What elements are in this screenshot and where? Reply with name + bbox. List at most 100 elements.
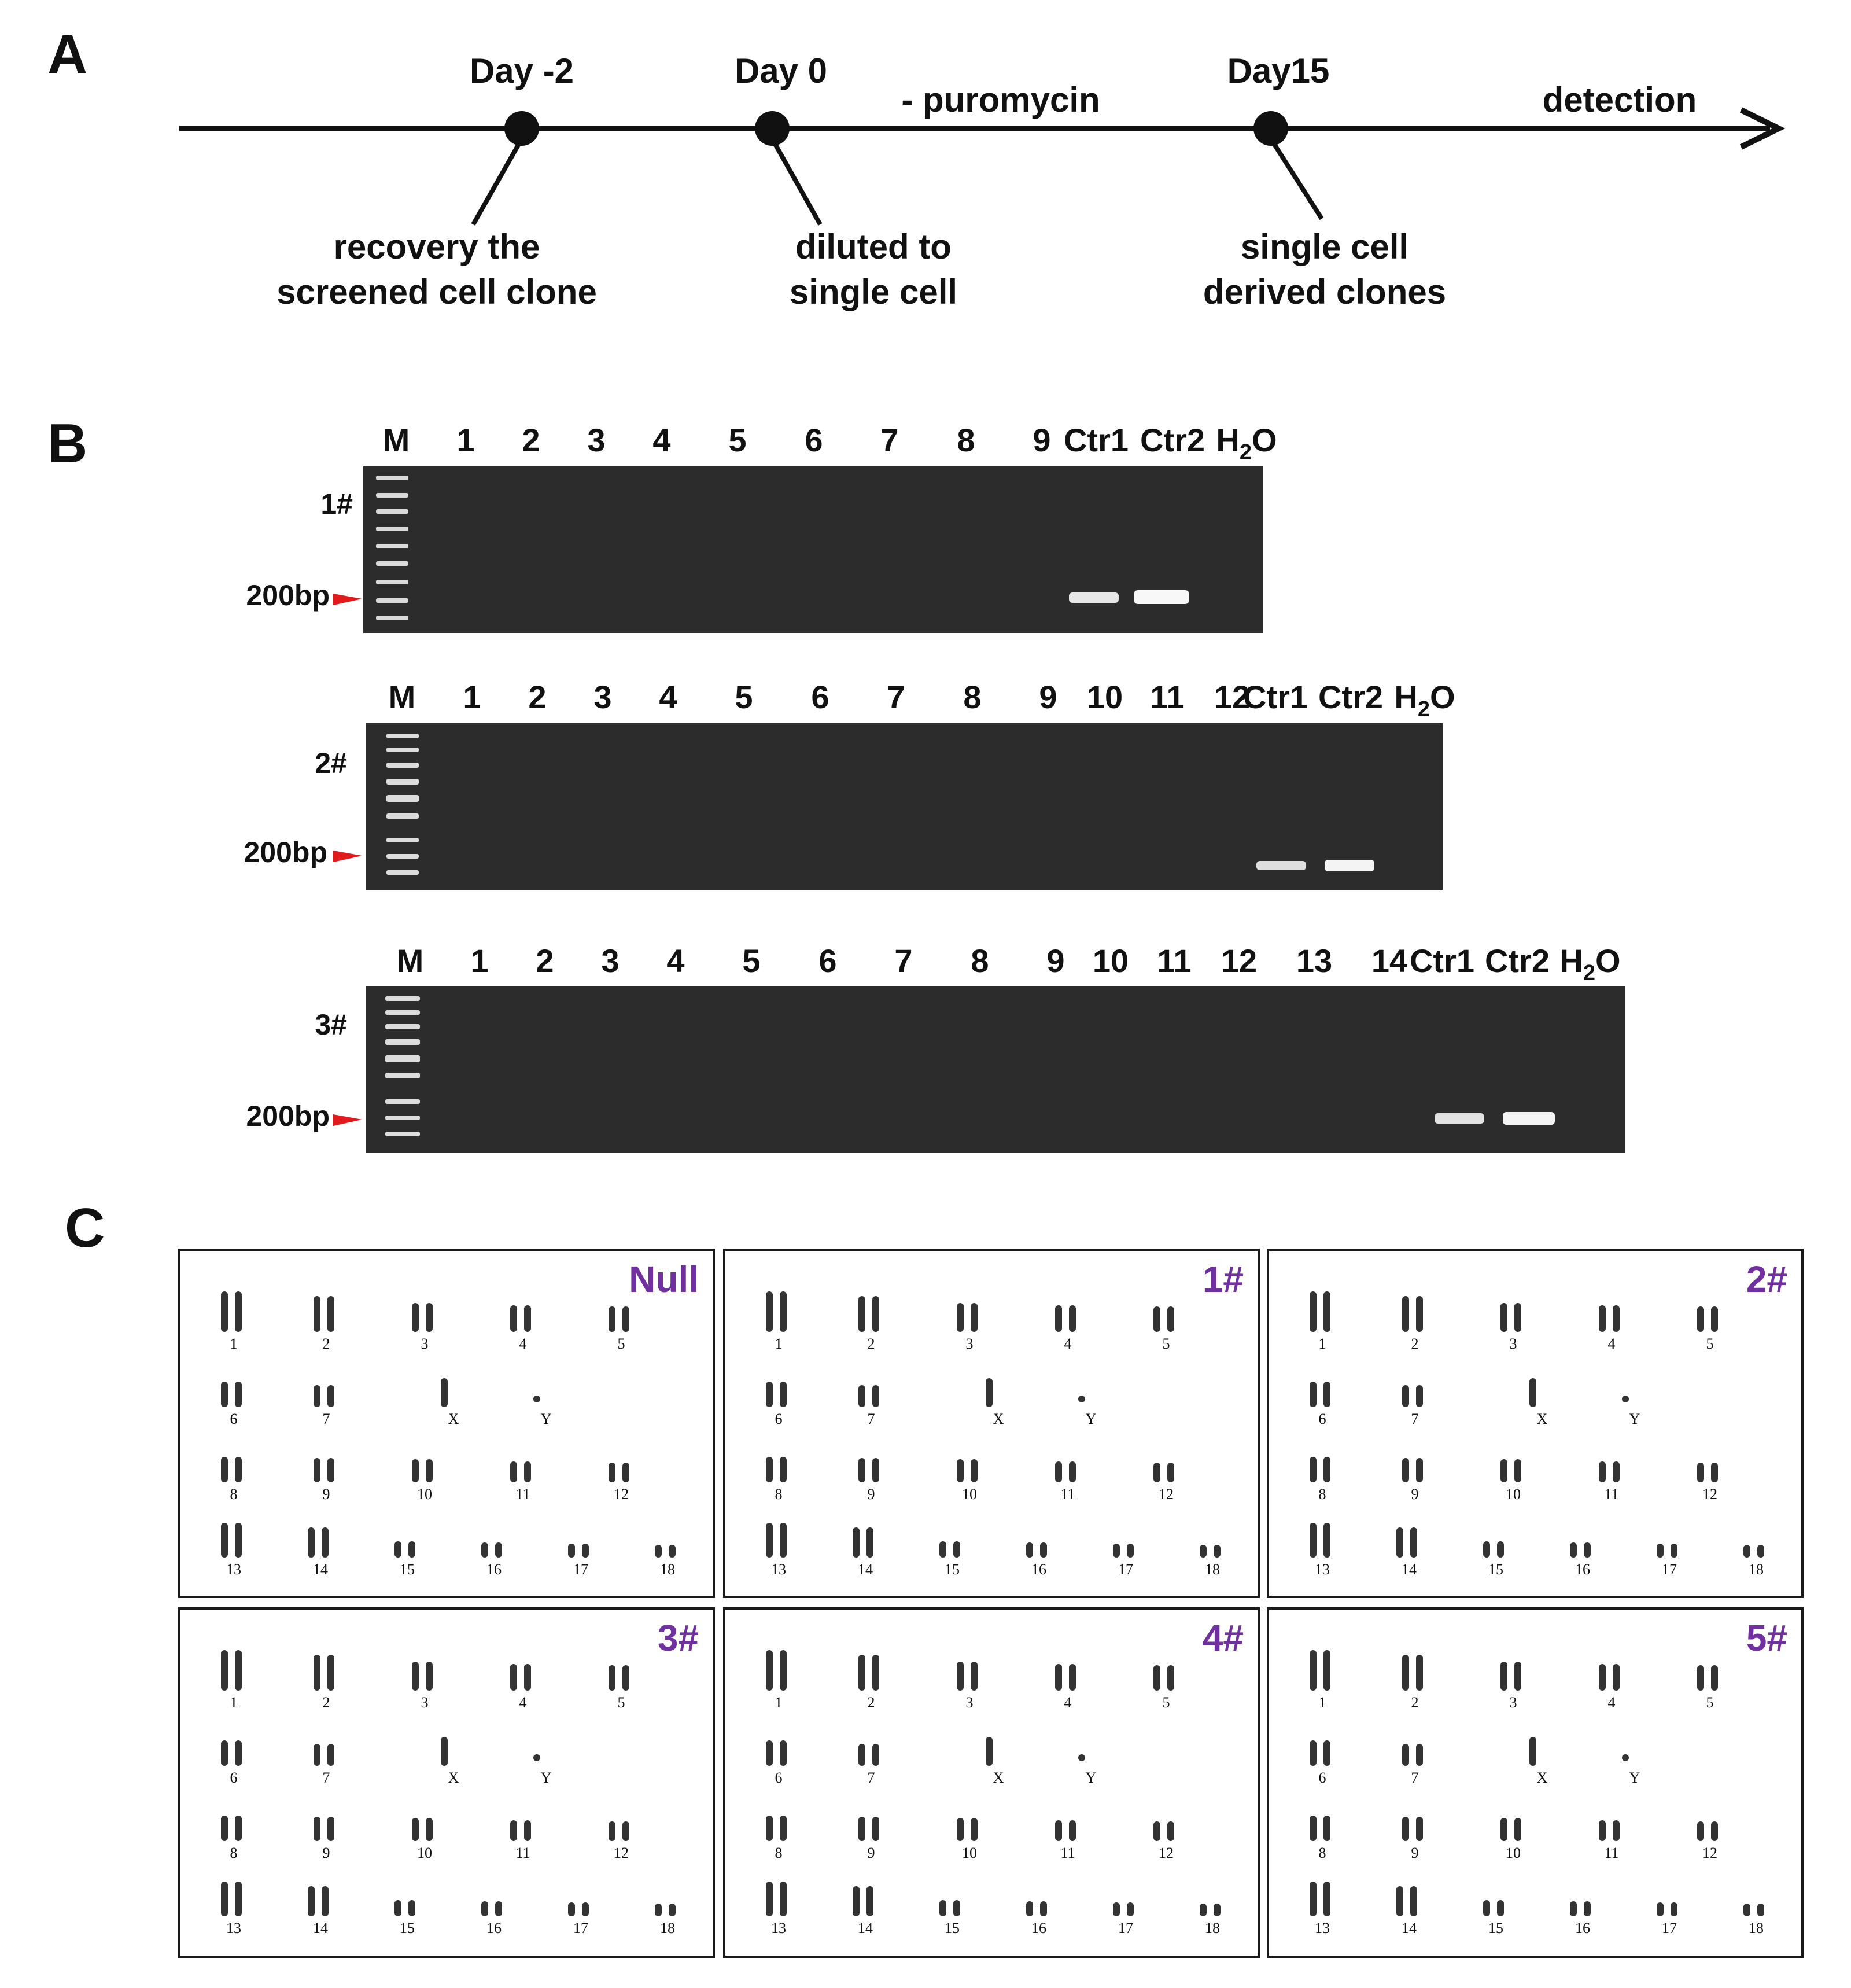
gel-3-lane-4: 4 bbox=[666, 943, 685, 979]
chromosome-number: 5 bbox=[1706, 1694, 1714, 1711]
chromosome bbox=[1078, 1754, 1085, 1761]
chromosome bbox=[669, 1904, 676, 1916]
chromosome bbox=[1055, 1664, 1062, 1691]
chromosome bbox=[858, 1655, 865, 1691]
chromosome bbox=[1402, 1655, 1409, 1691]
chromosome bbox=[655, 1904, 662, 1916]
gel-3-ladder bbox=[385, 996, 420, 1136]
chromosome bbox=[524, 1461, 531, 1482]
chromosome bbox=[1323, 1882, 1330, 1916]
chromosome bbox=[1711, 1665, 1718, 1691]
timeline-leader-day-minus-2 bbox=[471, 138, 524, 226]
chromosome-number: 11 bbox=[515, 1486, 530, 1503]
chromosome bbox=[957, 1303, 964, 1332]
chromosome bbox=[568, 1902, 575, 1916]
chromosome bbox=[971, 1459, 978, 1482]
chromosome bbox=[1613, 1461, 1620, 1482]
chromosome bbox=[609, 1665, 615, 1691]
gel-3-marker-label: M bbox=[396, 943, 424, 979]
chromosome-number: 12 bbox=[614, 1486, 629, 1503]
timeline-leader-day-0 bbox=[770, 138, 823, 226]
chromosome-number: 9 bbox=[322, 1486, 330, 1503]
chromosome bbox=[1613, 1664, 1620, 1691]
chromosome bbox=[1167, 1665, 1174, 1691]
chromosome-number: 7 bbox=[867, 1411, 875, 1427]
chromosome bbox=[986, 1378, 993, 1407]
chromosome bbox=[1622, 1754, 1629, 1761]
chromosome bbox=[780, 1740, 787, 1766]
chromosome-number: 3 bbox=[965, 1335, 974, 1352]
chromosome-number: 17 bbox=[573, 1920, 588, 1937]
chromosome bbox=[408, 1900, 415, 1916]
gel-2-lane-1: 1 bbox=[463, 679, 481, 715]
chromosome-number: 15 bbox=[400, 1561, 415, 1578]
chromosome bbox=[1310, 1523, 1317, 1558]
gel-1-marker-label: M bbox=[382, 422, 410, 458]
chromosome-number: 8 bbox=[1318, 1845, 1326, 1861]
chromosome bbox=[1310, 1816, 1317, 1841]
gel-1-lane-1: 1 bbox=[456, 422, 475, 458]
chromosome-number: 13 bbox=[226, 1920, 241, 1937]
timeline-leader-day-15 bbox=[1269, 137, 1324, 220]
chromosome bbox=[1622, 1396, 1629, 1402]
gel-2-h2o-o: O bbox=[1430, 679, 1455, 715]
chromosome bbox=[533, 1754, 540, 1761]
chromosome bbox=[953, 1541, 960, 1558]
chromosome bbox=[939, 1541, 946, 1558]
gel-1-lane-3: 3 bbox=[587, 422, 606, 458]
chromosome-number: 7 bbox=[867, 1769, 875, 1786]
chromosome bbox=[1200, 1545, 1207, 1558]
chromosome bbox=[1514, 1459, 1521, 1482]
gel-3-h2o-sub: 2 bbox=[1583, 961, 1596, 985]
chromosome bbox=[1167, 1463, 1174, 1482]
gel-3-lane-6: 6 bbox=[818, 943, 837, 979]
chromosome bbox=[1323, 1523, 1330, 1558]
chromosome-number: 7 bbox=[322, 1411, 330, 1427]
chromosome-number: 9 bbox=[1411, 1845, 1419, 1861]
chromosome bbox=[1323, 1382, 1330, 1407]
chromosome-number: 1 bbox=[775, 1335, 783, 1352]
timeline-note-day-minus-2-line2: screened cell clone bbox=[276, 273, 597, 311]
chromosome-number: X bbox=[1536, 1411, 1548, 1427]
chromosome bbox=[221, 1457, 228, 1482]
chromosome bbox=[1416, 1385, 1423, 1407]
gel-1-h2o-o: O bbox=[1252, 422, 1277, 458]
chromosome-number: 11 bbox=[515, 1845, 530, 1861]
chromosome bbox=[1410, 1527, 1417, 1558]
chromosome-number: 18 bbox=[1205, 1561, 1220, 1578]
panel-letter-a: A bbox=[47, 24, 88, 86]
chromosome bbox=[872, 1655, 879, 1691]
chromosome-number: Y bbox=[1085, 1769, 1097, 1786]
gel-2-lane-12: 12 bbox=[1214, 679, 1251, 715]
chromosome-number: 5 bbox=[617, 1335, 625, 1352]
chromosome-number: 15 bbox=[400, 1920, 415, 1937]
chromosome bbox=[221, 1291, 228, 1332]
chromosome bbox=[1697, 1306, 1704, 1332]
chromosome bbox=[308, 1527, 315, 1558]
chromosome bbox=[609, 1306, 615, 1332]
chromosome bbox=[1402, 1385, 1409, 1407]
chromosome bbox=[1026, 1542, 1033, 1558]
chromosome-number: 4 bbox=[1064, 1694, 1072, 1711]
chromosome bbox=[866, 1527, 873, 1558]
chromosome-number: 2 bbox=[322, 1694, 330, 1711]
chromosome bbox=[1310, 1291, 1317, 1332]
gel-3-lane-h2o: H2O bbox=[1553, 942, 1628, 986]
chromosome bbox=[322, 1527, 329, 1558]
chromosome bbox=[971, 1303, 978, 1332]
chromosome-number: 12 bbox=[614, 1845, 629, 1861]
timeline-note-day-0: diluted to single cell bbox=[752, 224, 995, 315]
chromosome bbox=[1529, 1737, 1536, 1766]
chromosome-number: X bbox=[993, 1769, 1004, 1786]
chromosome bbox=[1069, 1820, 1076, 1841]
chromosome-number: 2 bbox=[322, 1335, 330, 1352]
chromosome bbox=[858, 1385, 865, 1407]
chromosome-number: 16 bbox=[1575, 1920, 1590, 1937]
chromosome-number: 1 bbox=[230, 1694, 238, 1711]
timeline-point-day-minus-2 bbox=[504, 111, 539, 146]
chromosome bbox=[1500, 1662, 1507, 1691]
chromosome bbox=[957, 1459, 964, 1482]
chromosome-number: 3 bbox=[1509, 1335, 1517, 1352]
chromosome bbox=[1055, 1820, 1062, 1841]
